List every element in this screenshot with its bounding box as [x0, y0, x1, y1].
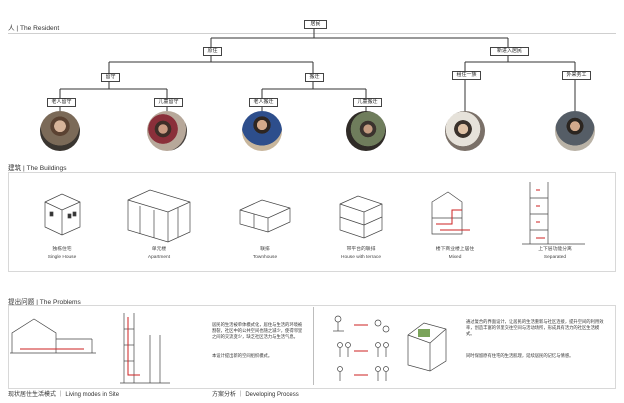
mixed-use-drawing: [431, 191, 463, 235]
section-title-buildings: 建筑 | The Buildings: [8, 165, 67, 172]
building-label-en: Separated: [543, 255, 567, 260]
resident-photo-avatar: [147, 111, 187, 151]
tree-node-renters: 租住一族: [452, 71, 481, 80]
tree-node-elderly-relocated: 老人搬迁: [249, 98, 278, 107]
building-label-en: Townhouse: [252, 255, 278, 260]
problems-frame: [8, 305, 616, 389]
building-label-cn: 带平台的联排: [346, 247, 376, 252]
building-label-en: House with terrace: [341, 255, 381, 260]
building-label-cn: 联排: [260, 247, 270, 252]
problems-text-3: 通过复合的界面设计，让居民的生活重新与社区连接，提升空间的利用效率，创造丰富的邻…: [466, 319, 604, 337]
resident-photo-avatar: [346, 111, 386, 151]
tree-node-elderly-left: 老人留守: [47, 98, 76, 107]
tree-node-children-relocated: 儿童搬迁: [353, 98, 382, 107]
single-house-drawing: [44, 193, 81, 236]
resident-photo-avatar: [445, 111, 485, 151]
resident-photo-avatar: [40, 111, 80, 151]
separated-use-drawing: [522, 182, 585, 245]
tree-node-newcomers: 新进入居民: [490, 47, 529, 56]
section-title-problems: 提出问题 | The Problems: [8, 299, 81, 306]
footer-living-modes: 现状居住生活模式 ｜ Living modes in Site: [8, 392, 120, 398]
building-label-en: Mixed: [448, 255, 462, 260]
tree-node-children-left: 儿童留守: [154, 98, 183, 107]
section-title-resident: 人 | The Resident: [8, 25, 60, 32]
building-label-en: Apartment: [147, 255, 171, 260]
resident-photo-avatar: [242, 111, 282, 151]
building-label-cn: 独栋住宅: [52, 247, 72, 252]
problems-drawings: [10, 313, 447, 384]
building-label-cn: 上下层功能分离: [538, 247, 572, 252]
building-label-cn: 楼下商业楼上居住: [435, 247, 475, 252]
problems-divider: [313, 307, 314, 385]
building-typology-drawings: [44, 182, 585, 245]
problems-text-1: 居民的生活被单体模式化，居住与生活的环境被割裂，社区中的公共空间也随之减少，使得…: [212, 322, 303, 340]
tree-node-migrant-workers: 外来务工: [562, 71, 591, 80]
divider: [8, 33, 616, 34]
tree-node-left-behind: 留守: [101, 73, 120, 82]
resident-photo-avatar: [555, 111, 595, 151]
problems-text-2: 本设计提出新的空间组织模式。: [212, 353, 273, 358]
buildings-frame: [8, 172, 616, 272]
problems-text-4: 同时保留原有住宅的生活肌理，延续居民的记忆与情感。: [466, 353, 574, 358]
tree-node-relocated: 搬迁: [305, 73, 324, 82]
building-label-cn: 单元楼: [151, 247, 167, 252]
townhouse-drawing: [239, 199, 291, 233]
terrace-house-drawing: [339, 195, 383, 239]
building-label-en: Single House: [47, 255, 77, 260]
tree-node-native: 原住: [203, 47, 222, 56]
footer-developing-process: 方案分析 ｜ Developing Process: [212, 392, 299, 398]
apartment-drawing: [127, 189, 191, 243]
tree-node-root: 居民: [304, 20, 327, 29]
